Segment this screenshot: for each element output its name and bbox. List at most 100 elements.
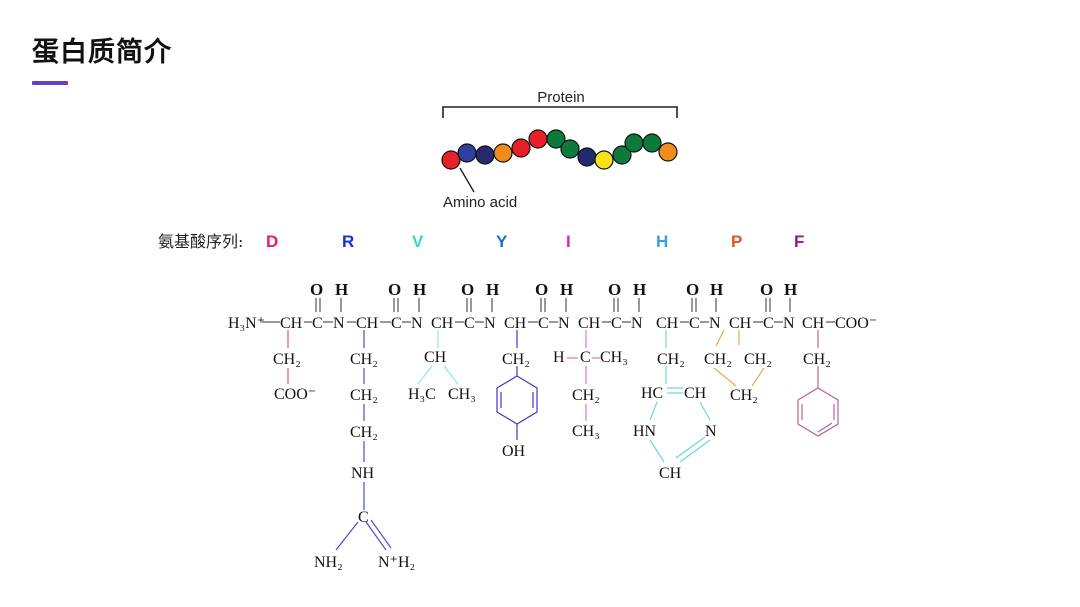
carbonyl-o: O — [388, 280, 401, 299]
side-chains: CH₂ COO⁻ CH₂ CH₂ CH₂ NH C NH₂ N⁺H₂ CH H₃… — [273, 349, 831, 571]
amino-acid-bead — [475, 145, 495, 165]
amide-h: H — [413, 280, 426, 299]
amino-acid-chain — [441, 129, 678, 170]
amide-nitrogen: N — [783, 315, 795, 332]
amino-acid-pointer — [459, 167, 475, 193]
carbonyl-carbon: C — [538, 315, 549, 332]
sequence-label: 氨基酸序列: — [158, 232, 243, 251]
amino-acid-bead — [457, 143, 477, 163]
carbonyl-carbon: C — [763, 315, 774, 332]
arg-guanidino-c: C — [358, 509, 369, 526]
residue-letter-d: D — [266, 232, 278, 251]
asp-ch2: CH₂ — [273, 351, 301, 368]
amide-nitrogen: N — [558, 315, 570, 332]
amino-acid-bead — [560, 139, 580, 159]
c-terminus: COO⁻ — [835, 315, 877, 332]
residue-letter-i: I — [566, 232, 571, 251]
pro-ch2: CH₂ — [744, 351, 772, 368]
carbonyl-carbon: C — [391, 315, 402, 332]
alpha-carbon: CH — [578, 315, 601, 332]
side-chain-bonds — [287, 329, 839, 551]
alpha-carbon: CH — [656, 315, 679, 332]
amino-acid-bead — [528, 129, 548, 149]
carbonyl-carbon: C — [312, 315, 323, 332]
amino-acid-bead — [511, 138, 531, 158]
arg-nh2: NH₂ — [314, 554, 343, 571]
his-ch2: CH₂ — [657, 351, 685, 368]
arg-ch2: CH₂ — [350, 424, 378, 441]
residue-letter-y: Y — [496, 232, 508, 251]
phe-ch2: CH₂ — [803, 351, 831, 368]
amide-h: H — [710, 280, 723, 299]
asp-coo: COO⁻ — [274, 386, 316, 403]
his-ch: CH — [659, 465, 682, 482]
amino-acid-bead — [658, 142, 678, 162]
ile-ch2: CH₂ — [572, 387, 600, 404]
val-ch: CH — [424, 349, 447, 366]
alpha-carbon: CH — [504, 315, 527, 332]
alpha-carbon: CH — [729, 315, 752, 332]
ile-h: H — [553, 349, 565, 366]
tyr-oh: OH — [502, 443, 526, 460]
title-underline — [32, 81, 68, 85]
amide-nitrogen: N — [709, 315, 721, 332]
alpha-carbon: CH — [280, 315, 303, 332]
amide-h: H — [560, 280, 573, 299]
carbonyl-o: O — [608, 280, 621, 299]
amide-h: H — [335, 280, 348, 299]
arg-nh: NH — [351, 465, 375, 482]
his-n: N — [705, 423, 717, 440]
alpha-carbon: CH — [431, 315, 454, 332]
carbonyl-o: O — [310, 280, 323, 299]
protein-label: Protein — [537, 89, 585, 106]
amino-acid-bead — [624, 133, 644, 153]
amide-nitrogen: N — [484, 315, 496, 332]
page-title: 蛋白质简介 — [32, 37, 172, 68]
carbonyl-o: O — [535, 280, 548, 299]
carbonyl-o: O — [461, 280, 474, 299]
carbonyl-carbon: C — [464, 315, 475, 332]
amide-h: H — [784, 280, 797, 299]
carbonyl-carbon: C — [611, 315, 622, 332]
carbonyl-o: O — [760, 280, 773, 299]
pro-ch2: CH₂ — [730, 387, 758, 404]
pro-ch2: CH₂ — [704, 351, 732, 368]
n-terminus: H₃N⁺ — [228, 315, 265, 332]
residue-letter-p: P — [731, 232, 742, 251]
his-hc: HC — [641, 385, 663, 402]
residue-letter-v: V — [412, 232, 424, 251]
sequence-row: 氨基酸序列: D R V Y I H P F — [158, 232, 804, 251]
residue-letter-f: F — [794, 232, 804, 251]
amino-acid-label: Amino acid — [443, 194, 517, 211]
residue-letter-r: R — [342, 232, 354, 251]
peptide-backbone: H₃N⁺ O O O O O O O H H H H H H H CH C N … — [228, 280, 877, 332]
protein-illustration: Protein Amino acid — [441, 89, 678, 211]
ile-ch3: CH₃ — [572, 423, 600, 440]
arg-nh2-plus: N⁺H₂ — [378, 554, 415, 571]
arg-ch2: CH₂ — [350, 387, 378, 404]
carbonyl-carbon: C — [689, 315, 700, 332]
amide-h: H — [633, 280, 646, 299]
residue-letter-h: H — [656, 232, 668, 251]
his-ch: CH — [684, 385, 707, 402]
amide-nitrogen: N — [333, 315, 345, 332]
alpha-carbon: CH — [356, 315, 379, 332]
amino-acid-bead — [642, 133, 662, 153]
amino-acid-bead — [441, 150, 461, 170]
his-hn: HN — [633, 423, 657, 440]
protein-bracket — [442, 106, 678, 118]
amino-acid-bead — [594, 150, 614, 170]
amino-acid-bead — [546, 129, 566, 149]
amide-nitrogen: N — [411, 315, 423, 332]
amide-h: H — [486, 280, 499, 299]
carbonyl-o: O — [686, 280, 699, 299]
amide-nitrogen: N — [631, 315, 643, 332]
val-h3c: H₃C — [408, 386, 436, 403]
amino-acid-bead — [577, 147, 597, 167]
amino-acid-bead — [493, 143, 513, 163]
val-ch3: CH₃ — [448, 386, 476, 403]
ile-ch3: CH₃ — [600, 349, 628, 366]
amino-acid-bead — [612, 145, 632, 165]
alpha-carbon: CH — [802, 315, 825, 332]
